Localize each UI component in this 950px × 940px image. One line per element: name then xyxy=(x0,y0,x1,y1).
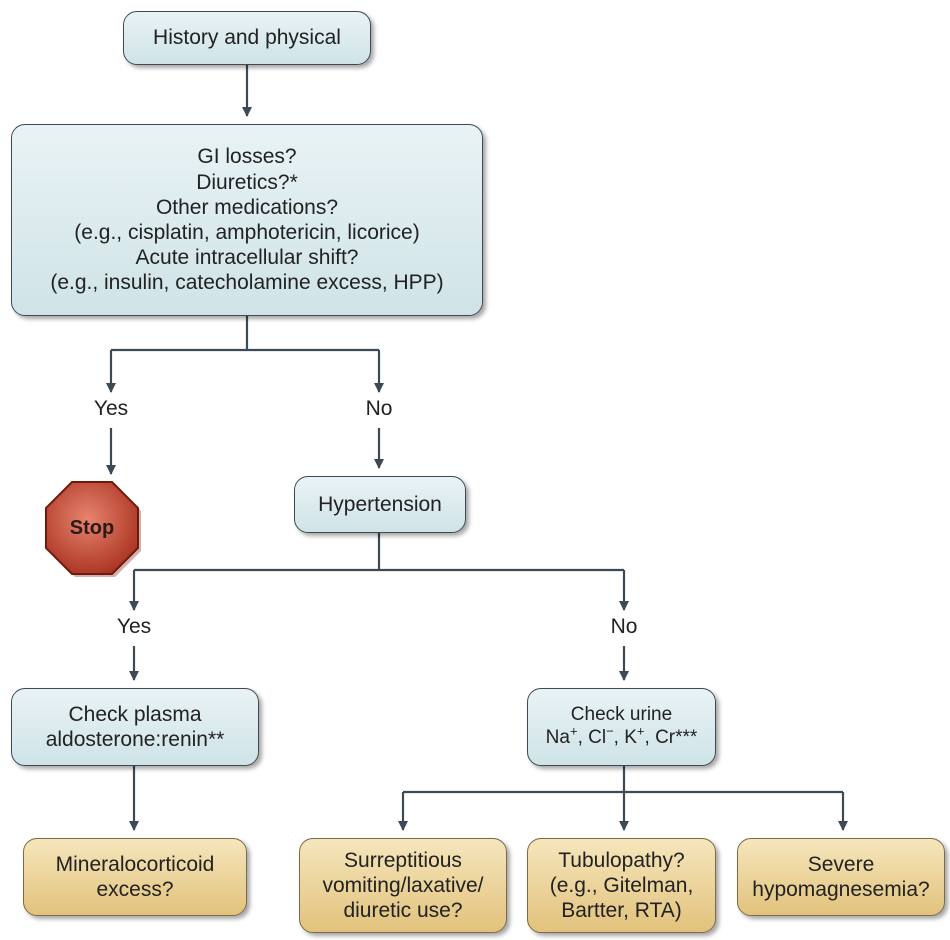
history-and-physical-box: History and physical xyxy=(123,11,371,65)
stop-sign: Stop xyxy=(42,478,152,588)
hypertension-text: Hypertension xyxy=(318,492,442,516)
surreptitious-use-box: Surreptitious vomiting/laxative/ diureti… xyxy=(299,838,507,933)
question-diuretics: Diuretics?* xyxy=(196,170,298,194)
surreptitious-line-3: diuretic use? xyxy=(343,899,463,923)
connector-questions-split xyxy=(111,316,379,352)
hypomagnesemia-line-2: hypomagnesemia? xyxy=(752,878,930,901)
check-plasma-box: Check plasma aldosterone:renin** xyxy=(11,688,259,766)
urine-k: K xyxy=(624,727,637,748)
question-shift-examples: (e.g., insulin, catecholamine excess, HP… xyxy=(50,271,444,295)
stop-text: Stop xyxy=(69,517,115,539)
question-intracellular-shift: Acute intracellular shift? xyxy=(135,246,359,270)
history-and-physical-text: History and physical xyxy=(153,26,341,50)
branch-label-no-1: No xyxy=(365,397,393,420)
check-urine-line-1: Check urine xyxy=(570,704,673,726)
urine-k-charge: + xyxy=(636,723,645,739)
urine-na-charge: + xyxy=(569,723,578,739)
question-medication-examples: (e.g., cisplatin, amphotericin, licorice… xyxy=(74,221,420,244)
check-urine-electrolytes: Na+, Cl−, K+, Cr*** xyxy=(545,723,698,748)
urine-cl: Cl xyxy=(588,727,607,748)
stop-octagon-icon xyxy=(45,481,141,577)
branch-label-yes-2: Yes xyxy=(116,615,152,638)
tubulopathy-line-3: Bartter, RTA) xyxy=(561,899,682,923)
tubulopathy-line-1: Tubulopathy? xyxy=(558,848,685,872)
question-other-medications: Other medications? xyxy=(155,195,339,219)
tubulopathy-box: Tubulopathy? (e.g., Gitelman, Bartter, R… xyxy=(527,838,716,933)
hypertension-box: Hypertension xyxy=(294,476,466,533)
surreptitious-line-2: vomiting/laxative/ xyxy=(322,873,484,897)
tubulopathy-line-2: (e.g., Gitelman, xyxy=(549,873,694,897)
urine-na: Na xyxy=(545,727,570,748)
screening-questions-box: GI losses? Diuretics?* Other medications… xyxy=(11,124,483,316)
surreptitious-line-1: Surreptitious xyxy=(344,848,462,872)
connector-urine-split xyxy=(403,766,843,794)
branch-label-no-2: No xyxy=(610,615,638,638)
mineralocorticoid-line-1: Mineralocorticoid xyxy=(55,852,215,876)
mineralocorticoid-excess-box: Mineralocorticoid excess? xyxy=(23,838,247,916)
urine-cl-charge: − xyxy=(606,723,614,739)
branch-label-yes-1: Yes xyxy=(93,397,129,420)
check-plasma-line-1: Check plasma xyxy=(68,702,202,726)
check-urine-box: Check urine Na+, Cl−, K+, Cr*** xyxy=(527,688,716,766)
hypomagnesemia-box: Severe hypomagnesemia? xyxy=(737,838,945,916)
question-gi-losses: GI losses? xyxy=(197,145,297,169)
mineralocorticoid-line-2: excess? xyxy=(96,878,174,901)
urine-cr: Cr*** xyxy=(655,727,698,748)
connector-hypertension-split xyxy=(134,532,624,572)
hypomagnesemia-line-1: Severe xyxy=(807,852,875,876)
check-plasma-line-2: aldosterone:renin** xyxy=(45,728,225,751)
